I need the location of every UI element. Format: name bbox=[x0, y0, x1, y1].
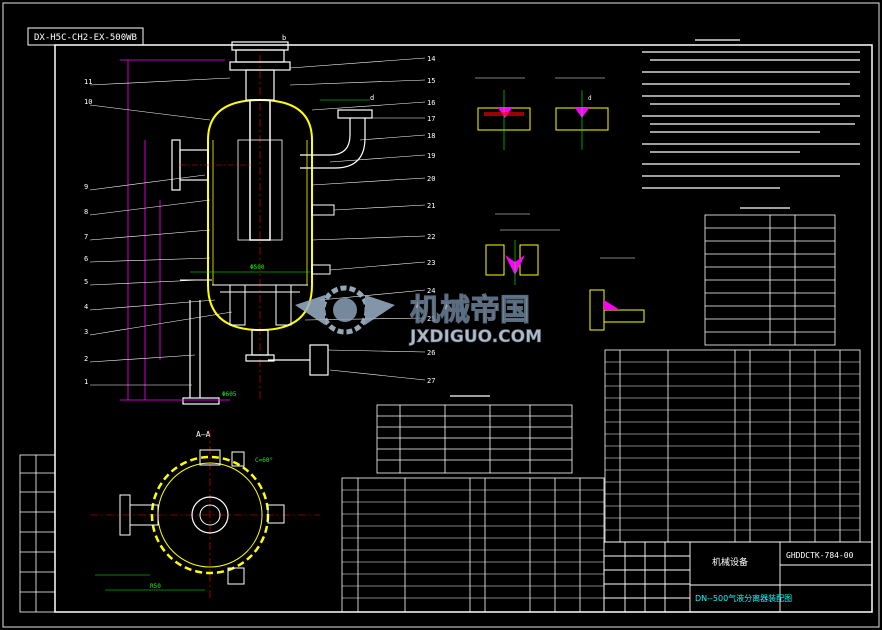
technical-requirements bbox=[642, 39, 860, 189]
watermark: 机械帝国 JXDIGUO.COM bbox=[295, 285, 542, 347]
svg-text:22: 22 bbox=[427, 233, 435, 241]
part-numbers-right: 14 15 16 17 18 19 20 21 22 23 24 25 26 2… bbox=[427, 55, 435, 385]
svg-text:8: 8 bbox=[84, 208, 88, 216]
left-strip bbox=[19, 454, 56, 613]
svg-text:16: 16 bbox=[427, 99, 435, 107]
parts-list-lower-rows bbox=[342, 489, 604, 599]
svg-text:d: d bbox=[588, 95, 592, 102]
svg-text:24: 24 bbox=[427, 287, 435, 295]
title-block-title: DN--500气液分离器装配图 bbox=[695, 593, 792, 603]
svg-text:17: 17 bbox=[427, 115, 435, 123]
svg-text:26: 26 bbox=[427, 349, 435, 357]
weld-detail-4 bbox=[589, 257, 645, 331]
leaders-left bbox=[89, 77, 233, 386]
svg-text:10: 10 bbox=[84, 98, 92, 106]
weld-detail-2: d bbox=[555, 77, 609, 150]
svg-text:27: 27 bbox=[427, 377, 435, 385]
svg-text:6: 6 bbox=[84, 255, 88, 263]
svg-text:1: 1 bbox=[84, 378, 88, 386]
title-block bbox=[603, 541, 873, 613]
nozzle-table bbox=[376, 395, 573, 474]
svg-text:3: 3 bbox=[84, 328, 88, 336]
svg-text:R50: R50 bbox=[150, 583, 161, 590]
svg-text:18: 18 bbox=[427, 132, 435, 140]
svg-text:19: 19 bbox=[427, 152, 435, 160]
svg-text:C=60°: C=60° bbox=[255, 457, 273, 464]
svg-text:11: 11 bbox=[84, 78, 92, 86]
top-nozzle-label: b bbox=[282, 34, 286, 42]
title-block-company: 机械设备 bbox=[712, 556, 748, 568]
svg-text:9: 9 bbox=[84, 183, 88, 191]
svg-text:Φ605: Φ605 bbox=[222, 391, 237, 398]
svg-text:2: 2 bbox=[84, 355, 88, 363]
section-plan-view: A—A R50 C=60° bbox=[90, 430, 320, 600]
svg-text:14: 14 bbox=[427, 55, 435, 63]
svg-text:5: 5 bbox=[84, 278, 88, 286]
svg-text:20: 20 bbox=[427, 175, 435, 183]
part-numbers-left: 11 10 9 8 7 6 5 4 3 2 1 bbox=[84, 78, 92, 386]
title-tag: DX-H5C-CH2-EX-500WB bbox=[34, 33, 137, 43]
section-label: A—A bbox=[196, 430, 211, 439]
weld-detail-3 bbox=[485, 213, 560, 285]
svg-text:4: 4 bbox=[84, 303, 88, 311]
parts-list-lower bbox=[341, 477, 605, 613]
svg-text:23: 23 bbox=[427, 259, 435, 267]
header-frame bbox=[27, 27, 144, 46]
weld-detail-1 bbox=[475, 77, 531, 150]
svg-text:25: 25 bbox=[427, 315, 435, 323]
title-block-drawing-no: GHDDCTK-784-00 bbox=[786, 551, 854, 560]
svg-text:7: 7 bbox=[84, 233, 88, 241]
leaders-right bbox=[289, 57, 426, 381]
watermark-brand-cn: 机械帝国 bbox=[410, 293, 530, 328]
vessel-elevation: b d bbox=[120, 34, 374, 405]
spec-table bbox=[704, 207, 836, 346]
svg-text:Φ500: Φ500 bbox=[250, 264, 265, 271]
svg-text:15: 15 bbox=[427, 77, 435, 85]
parts-list-upper-rows bbox=[605, 361, 860, 531]
watermark-brand-url: JXDIGUO.COM bbox=[409, 327, 542, 347]
svg-text:d: d bbox=[370, 94, 374, 102]
svg-text:21: 21 bbox=[427, 202, 435, 210]
